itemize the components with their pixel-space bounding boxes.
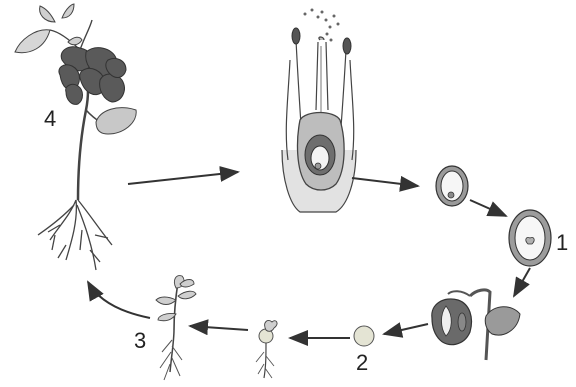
stage-label-1: 1 bbox=[556, 232, 568, 254]
arrow-sprout-to-seedling bbox=[190, 326, 248, 330]
stage-label-2: 2 bbox=[356, 352, 368, 374]
fruit-on-branch bbox=[432, 290, 520, 360]
anther-right bbox=[343, 38, 351, 54]
mature-plant-leaf-top-left bbox=[15, 30, 50, 53]
stage-label-4: 4 bbox=[44, 108, 56, 130]
anther-left bbox=[292, 28, 300, 44]
fruit-leaf bbox=[485, 307, 520, 335]
arrow-flower-to-ovule bbox=[352, 178, 418, 186]
seed-with-embryo bbox=[509, 210, 551, 266]
flower-pistil-cross-section bbox=[282, 9, 356, 213]
mature-plant-leaf-top-right bbox=[62, 4, 74, 18]
seed bbox=[354, 326, 374, 346]
arrow-seedling-to-plant bbox=[88, 282, 150, 318]
young-seedling bbox=[156, 276, 196, 380]
arrow-fruit-to-seed bbox=[384, 324, 428, 334]
germinating-seedling bbox=[256, 320, 277, 378]
stigma bbox=[319, 37, 324, 40]
mature-plant-leaf-lower bbox=[96, 108, 136, 134]
arrow-plant-to-flower bbox=[128, 172, 238, 184]
arrow-seed-to-fruit bbox=[514, 268, 530, 296]
mature-plant-roots bbox=[38, 200, 112, 270]
arrow-ovule-to-seed bbox=[470, 200, 506, 216]
ovule-developing bbox=[436, 166, 468, 206]
mature-plant-dark-leaves bbox=[59, 47, 126, 105]
style bbox=[316, 42, 328, 110]
mature-plant-leaf-top bbox=[40, 6, 55, 22]
mature-plant-illustration bbox=[15, 4, 136, 270]
stage-label-3: 3 bbox=[134, 330, 146, 352]
